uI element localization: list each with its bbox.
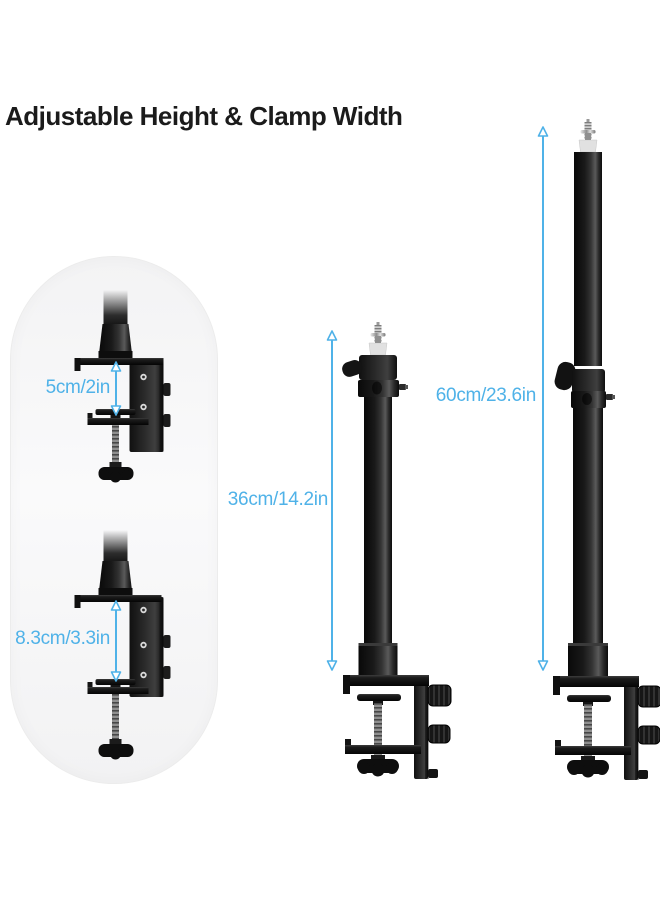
measure-arrow-stand-short [326,330,338,671]
stand-short [342,321,452,780]
clamp-closeup-large-gap [74,530,171,760]
measurement-label-clamp-small: 5cm/2in [45,377,111,398]
measure-arrow-clamp-small [110,361,122,416]
page-title: Adjustable Height & Clamp Width [5,101,403,131]
measure-arrow-clamp-large [110,600,122,682]
measurement-label-stand-tall: 60cm/23.6in [435,385,537,406]
measurement-label-clamp-large: 8.3cm/3.3in [15,628,110,649]
measure-arrow-stand-tall [537,126,549,671]
stand-tall [552,118,660,781]
clamp-closeup-small-gap [74,290,171,483]
measurement-label-stand-short: 36cm/14.2in [227,489,329,510]
